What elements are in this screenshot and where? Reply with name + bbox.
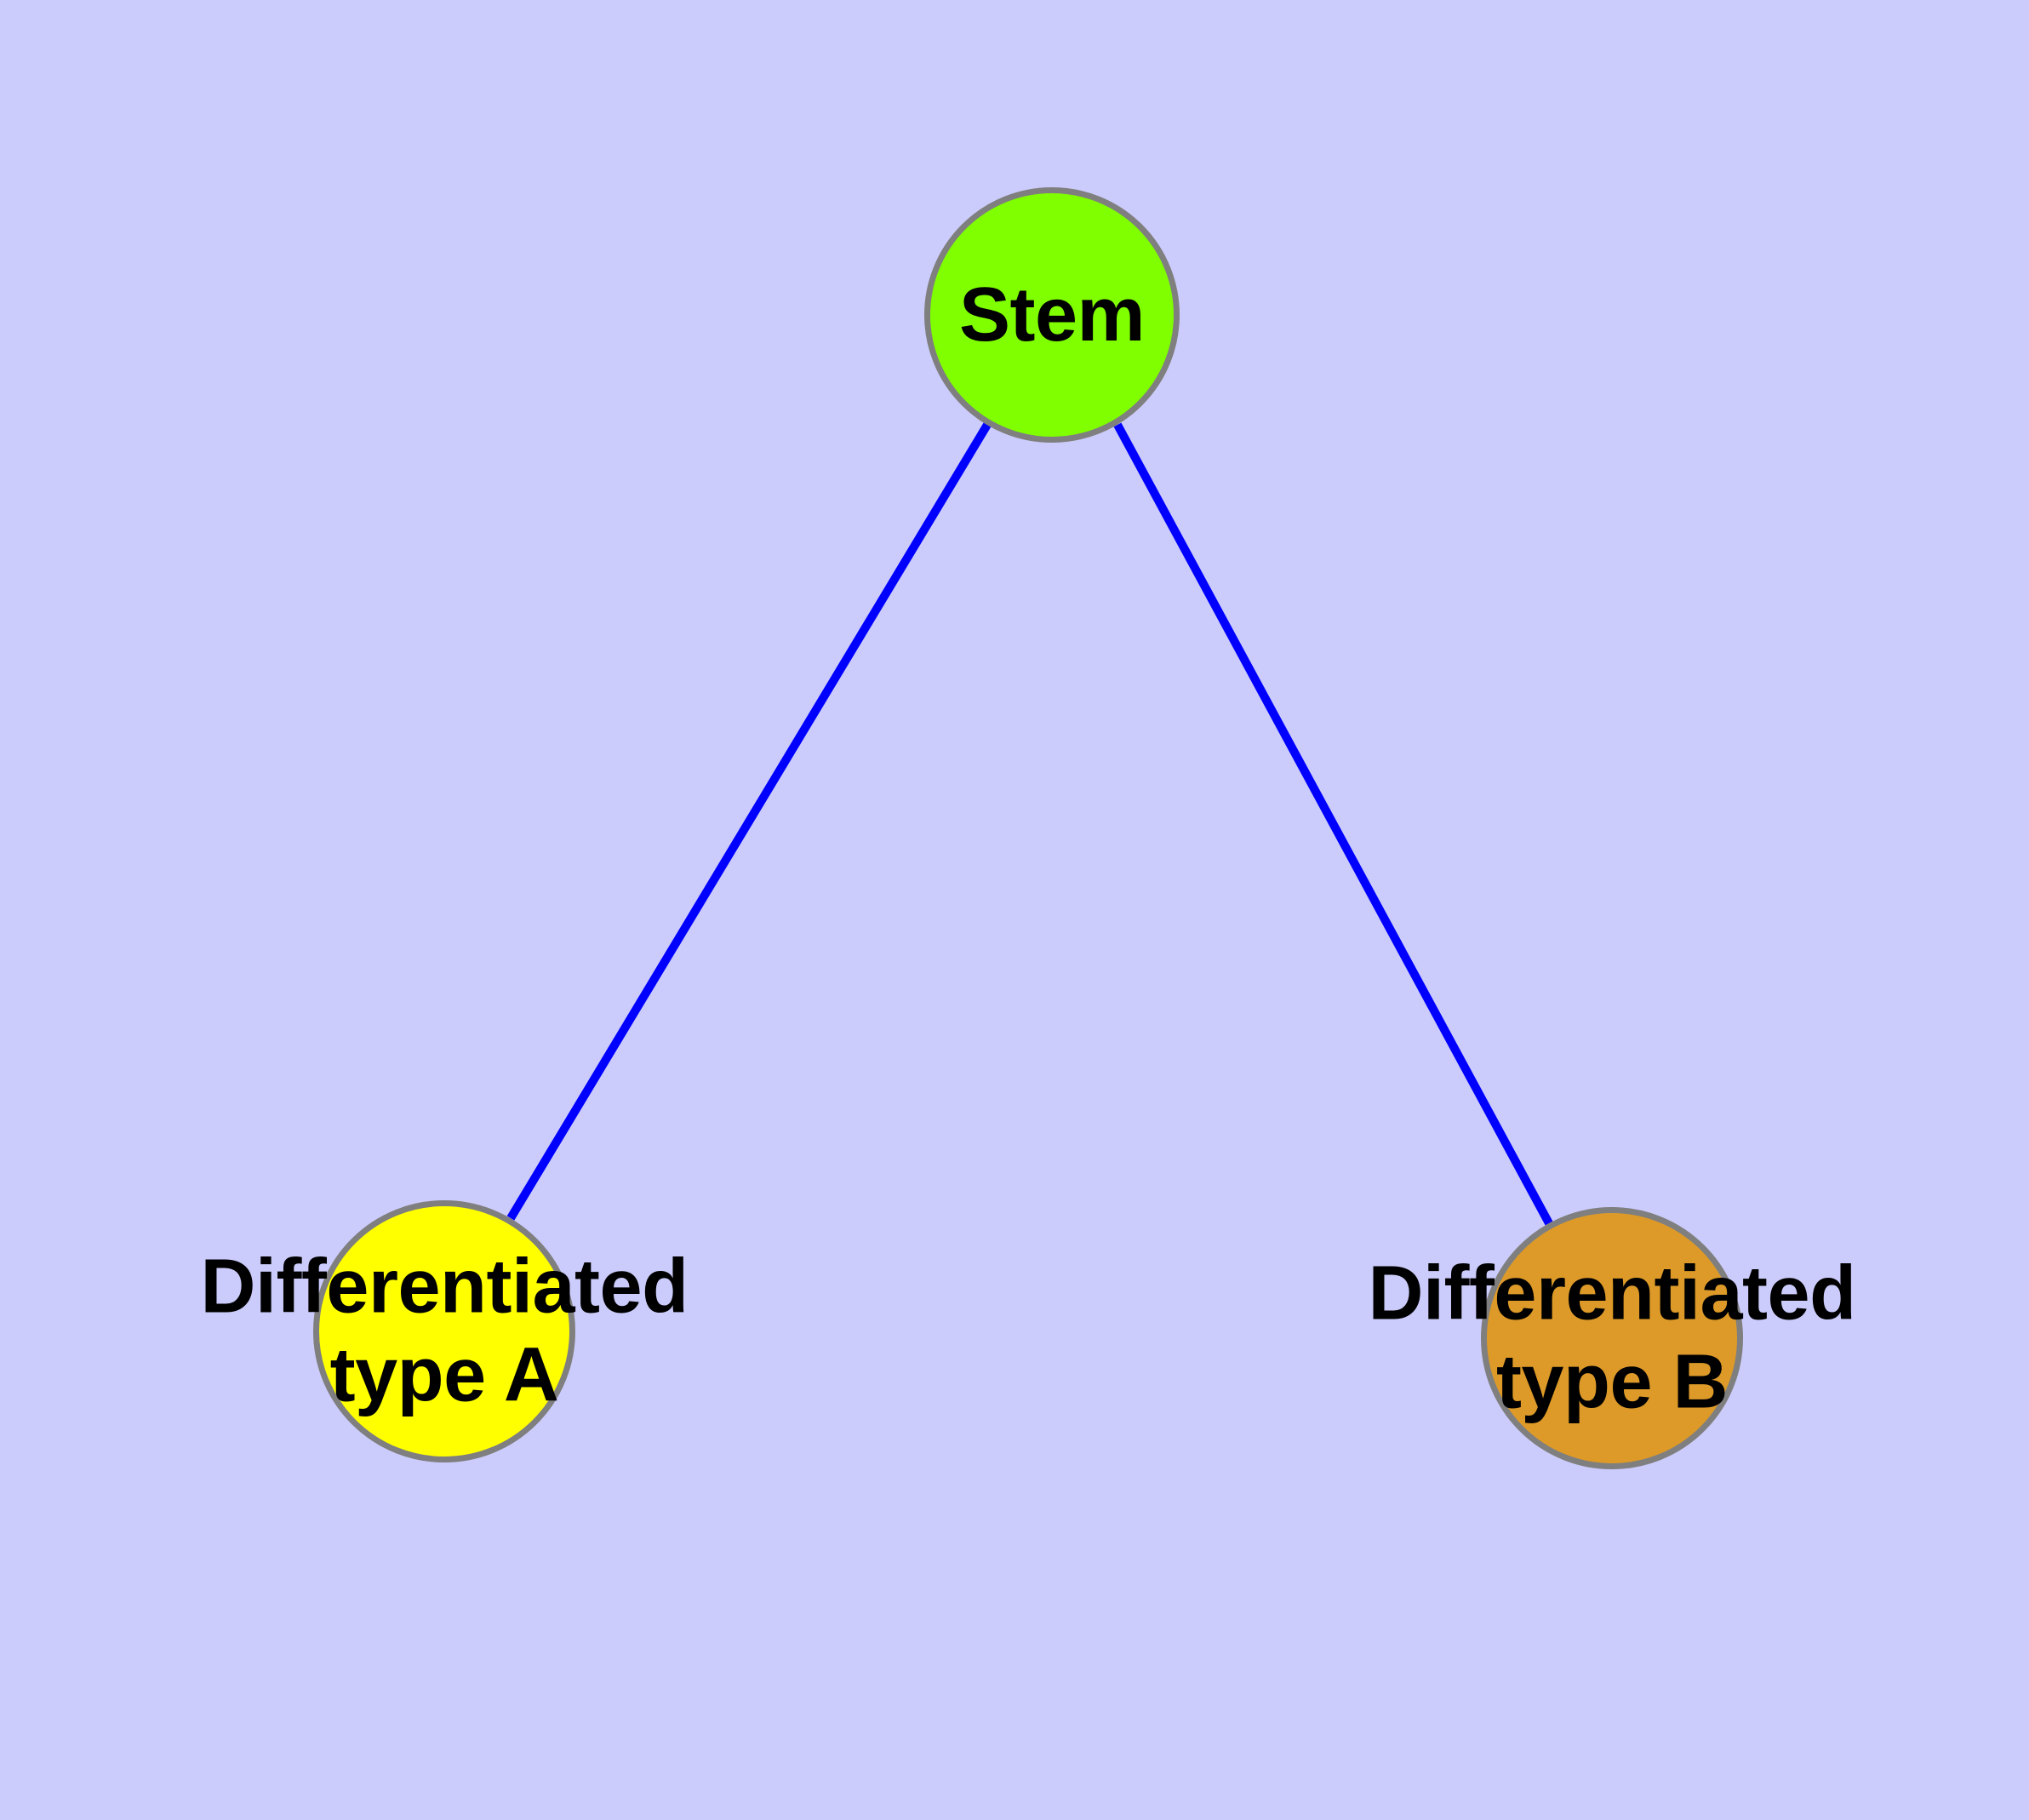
node-diff-type-a[interactable] xyxy=(313,1200,575,1462)
edge-layer xyxy=(506,422,1553,1226)
edge-stem-to-diff-type-a[interactable] xyxy=(506,422,992,1221)
node-diff-type-b[interactable] xyxy=(1481,1207,1743,1469)
node-layer xyxy=(313,187,1743,1469)
edge-stem-to-diff-type-b[interactable] xyxy=(1113,422,1553,1226)
node-stem[interactable] xyxy=(924,187,1180,443)
